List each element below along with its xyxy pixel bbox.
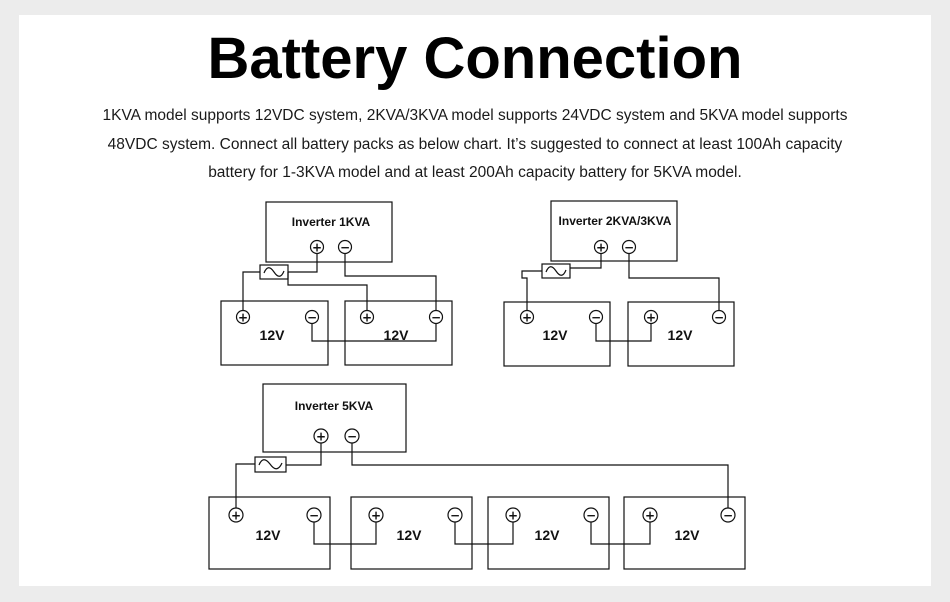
- negative-icon: −: [450, 509, 460, 523]
- wire-1kva-fuse-to-b1-pos: [242, 271, 260, 310]
- positive-icon: +: [371, 509, 381, 523]
- diagram-2kva-3kva: Inverter 2KVA/3KVA + − 12V + − 12V + −: [503, 200, 735, 367]
- fuse-wave: [263, 267, 285, 277]
- inverter-5kva-box: [262, 383, 407, 453]
- wire-1kva-neg-to-b2-neg: [344, 254, 437, 310]
- battery-1kva-1-label: 12V: [260, 327, 286, 343]
- battery-2kva-2-positive-terminal: [643, 309, 659, 325]
- positive-icon: +: [231, 509, 241, 523]
- battery-1kva-2-label: 12V: [384, 327, 410, 343]
- diagram-5kva: Inverter 5KVA + − 12V + − 12V + − 12V + …: [208, 383, 746, 570]
- positive-icon: +: [316, 430, 326, 444]
- battery-2kva-1-positive-terminal: [519, 309, 535, 325]
- battery-1kva-2-negative-terminal: [428, 309, 444, 325]
- inverter-1kva-label: Inverter 1KVA: [292, 215, 371, 229]
- fuse-wave: [258, 459, 283, 470]
- wire-5kva-b1-neg-to-b2-pos: [313, 522, 377, 545]
- battery-5kva-4-label: 12V: [675, 527, 701, 543]
- wire-1kva-b1-neg-to-b2-neg: [311, 324, 437, 342]
- description-line-2: 48VDC system. Connect all battery packs …: [107, 135, 843, 153]
- wire-2kva-fuse-to-b1-pos: [521, 270, 542, 310]
- inverter-5kva-label: Inverter 5KVA: [295, 399, 374, 413]
- battery-1kva-1-negative-terminal: [304, 309, 320, 325]
- positive-icon: +: [362, 311, 372, 325]
- positive-icon: +: [238, 311, 248, 325]
- negative-icon: −: [309, 509, 319, 523]
- wire-5kva-b2-neg-to-b3-pos: [454, 522, 514, 545]
- inverter-1kva-box: [265, 201, 393, 263]
- diagram-1kva: Inverter 1KVA + − 12V + − 12V + −: [220, 201, 453, 366]
- inverter-2kva-negative-terminal: [621, 239, 637, 255]
- positive-icon: +: [312, 241, 322, 255]
- fuse-wave: [545, 266, 567, 276]
- inverter-2kva-positive-terminal: [593, 239, 609, 255]
- page-title: Battery Connection: [207, 26, 743, 91]
- description-line-3: battery for 1-3KVA model and at least 20…: [208, 164, 742, 181]
- negative-icon: −: [591, 311, 601, 325]
- inverter-1kva-negative-terminal: [337, 239, 353, 255]
- wire-2kva-b1-neg-to-b2-pos: [595, 324, 652, 342]
- description-line-1: 1KVA model supports 12VDC system, 2KVA/3…: [102, 107, 848, 124]
- battery-2kva-2-negative-terminal: [711, 309, 727, 325]
- description: 1KVA model supports 12VDC system, 2KVA/3…: [60, 102, 890, 188]
- battery-5kva-1-label: 12V: [256, 527, 282, 543]
- negative-icon: −: [714, 311, 724, 325]
- negative-icon: −: [586, 509, 596, 523]
- inverter-2kva-box: [550, 200, 678, 262]
- negative-icon: −: [624, 241, 634, 255]
- positive-icon: +: [508, 509, 518, 523]
- battery-1kva-1-positive-terminal: [235, 309, 251, 325]
- positive-icon: +: [646, 311, 656, 325]
- negative-icon: −: [723, 509, 733, 523]
- negative-icon: −: [431, 311, 441, 325]
- wire-5kva-fuse-to-b1-pos: [235, 463, 255, 508]
- wire-5kva-pos-to-fuse: [286, 443, 322, 466]
- wire-1kva-pos-to-fuse: [288, 254, 318, 273]
- wire-2kva-pos-to-fuse: [570, 254, 602, 269]
- inverter-1kva-positive-terminal: [309, 239, 325, 255]
- negative-icon: −: [307, 311, 317, 325]
- negative-icon: −: [347, 430, 357, 444]
- battery-5kva-4-box: [623, 496, 746, 570]
- wire-5kva-neg-to-b4-neg: [351, 443, 729, 508]
- battery-2kva-2-label: 12V: [668, 327, 694, 343]
- positive-icon: +: [522, 311, 532, 325]
- battery-5kva-3-label: 12V: [535, 527, 561, 543]
- positive-icon: +: [596, 241, 606, 255]
- wire-5kva-b3-neg-to-b4-pos: [590, 522, 651, 545]
- wire-1kva-pos-to-b2-pos: [287, 272, 368, 310]
- wire-2kva-neg-to-b2-neg: [628, 254, 720, 310]
- battery-2kva-1-label: 12V: [543, 327, 569, 343]
- battery-1kva-2-positive-terminal: [359, 309, 375, 325]
- battery-5kva-2-label: 12V: [397, 527, 423, 543]
- negative-icon: −: [340, 241, 350, 255]
- battery-2kva-1-negative-terminal: [588, 309, 604, 325]
- content-card: [19, 15, 931, 586]
- inverter-2kva-label: Inverter 2KVA/3KVA: [559, 214, 672, 228]
- positive-icon: +: [645, 509, 655, 523]
